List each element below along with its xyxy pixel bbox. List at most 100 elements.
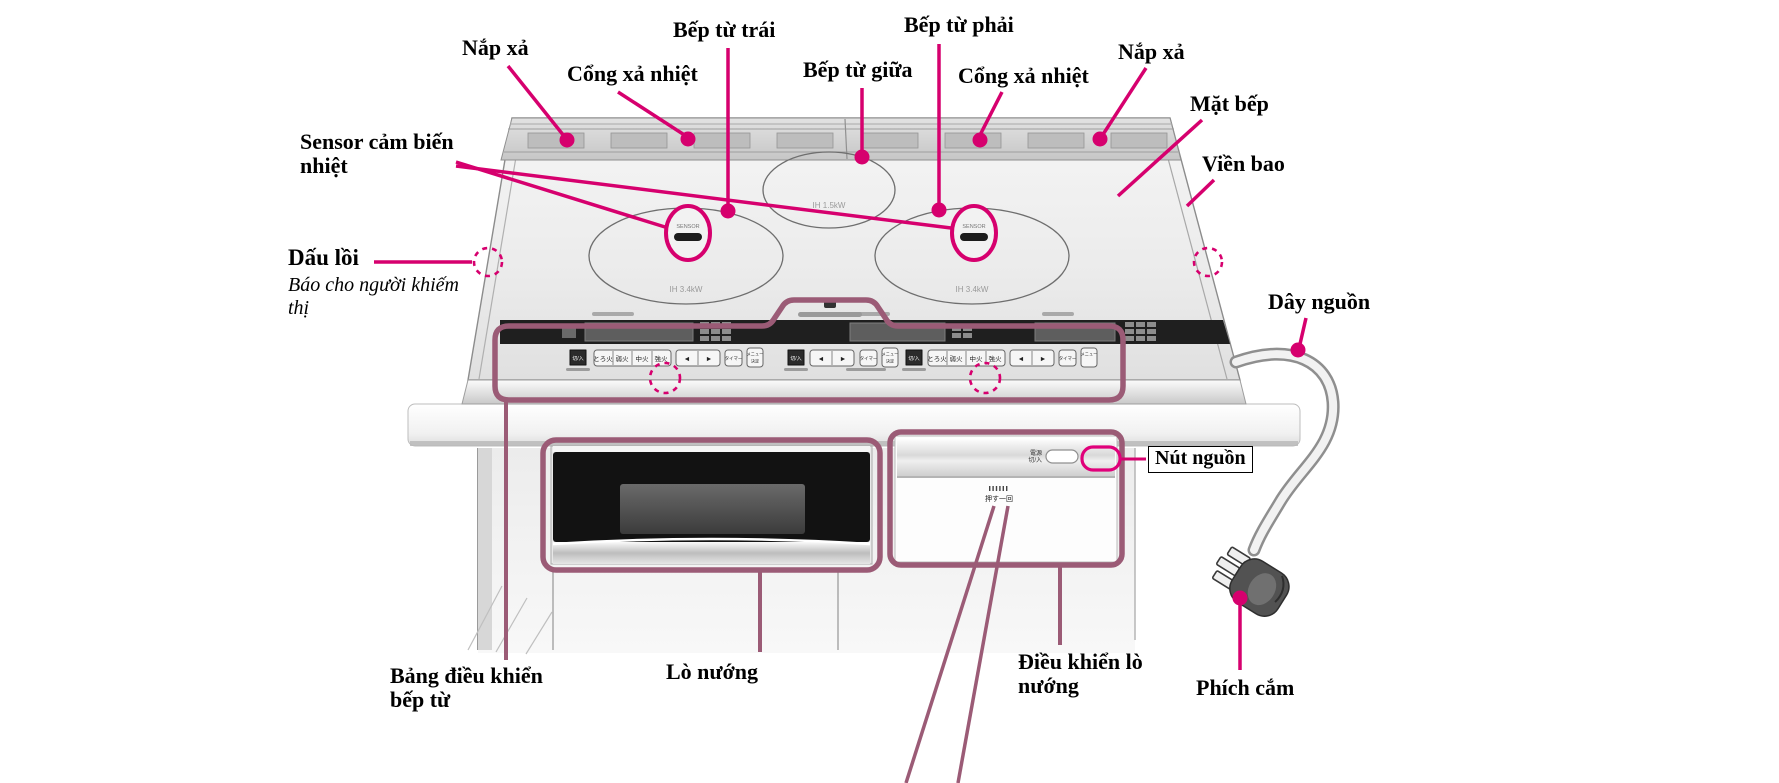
label-mat-bep: Mặt bếp — [1190, 91, 1269, 116]
label-bep-giua: Bếp từ giữa — [803, 57, 913, 82]
right-temp-sensor: SENSOR — [950, 204, 998, 262]
button-group-center: 切/入 ◄ ► タイマー メニュー 決定 — [787, 347, 899, 368]
prev-key: ◄ — [818, 356, 825, 363]
timer-key: タイマー — [860, 355, 878, 362]
oven-door-outline — [540, 437, 883, 573]
next-key: ► — [706, 356, 713, 363]
label-bang-line1: Bảng điều khiển — [390, 663, 543, 688]
panel-top-band — [897, 438, 1115, 476]
oven-control-panel: 電源 切/入 押す一回 — [894, 435, 1118, 563]
power-key-right: 切/入 — [908, 355, 919, 362]
push-once-mark: 押す一回 — [985, 486, 1013, 503]
dau-loi-mark-front-right — [968, 361, 1002, 395]
label-dau-loi-note: Báo cho người khiếm thị — [288, 274, 459, 320]
label-dieu-khien-lo: Điều khiển lò nướng — [1018, 650, 1143, 698]
leader-push-lines — [904, 505, 1010, 783]
menu-key-line1: メニュー — [747, 352, 764, 357]
label-cong-xa-right: Cổng xả nhiệt — [958, 63, 1089, 88]
power-key-left: 切/入 — [572, 355, 583, 362]
fire-key: 弱火 — [616, 355, 630, 363]
label-day-nguon: Dây nguồn — [1268, 289, 1371, 314]
dashed-marks — [472, 246, 1224, 395]
leader-nap-xa-left — [506, 64, 566, 138]
oven-power-label-line2: 切/入 — [1028, 457, 1042, 464]
leader-sensor-left — [455, 160, 666, 229]
leader-cong-xa-right — [977, 91, 1004, 138]
menu-key-line2: 決定 — [886, 358, 894, 365]
next-key: ► — [840, 356, 847, 363]
label-dau-loi-note-line2: thị — [288, 297, 310, 319]
fire-key: 中火 — [636, 354, 650, 363]
leader-mat-bep — [1116, 118, 1204, 198]
button-caption-specks — [566, 368, 926, 371]
hatch-lines — [467, 585, 553, 655]
left-bevel-line — [478, 120, 523, 380]
label-bep-trai: Bếp từ trái — [673, 17, 776, 42]
oven-panel-outline — [887, 429, 1125, 568]
fire-key: とろ火 — [927, 355, 947, 363]
timer-key: タイマー — [1059, 355, 1077, 362]
prev-key: ◄ — [1018, 356, 1025, 363]
next-key: ► — [1040, 356, 1047, 363]
label-bang-dieu-khien: Bảng điều khiển bếp từ — [390, 664, 543, 712]
label-nut-nguon: Nút nguồn — [1148, 446, 1253, 473]
leader-day-nguon — [1298, 317, 1308, 345]
right-burner-watt: IH 3.4kW — [956, 285, 989, 294]
fire-key: 強火 — [655, 355, 669, 363]
menu-key-line1: メニュー — [1081, 352, 1098, 357]
oven-handle — [553, 542, 870, 564]
label-nap-xa-left: Nắp xả — [462, 35, 529, 60]
power-key-center: 切/入 — [790, 355, 801, 362]
leader-cong-xa-left — [617, 90, 687, 138]
label-dieu-khien-line1: Điều khiển lò — [1018, 649, 1143, 674]
oven-door — [550, 445, 873, 565]
timer-key: タイマー — [725, 355, 743, 362]
push-once-text: 押す一回 — [985, 494, 1013, 503]
center-caption-speck — [798, 312, 862, 317]
leader-vien-bao — [1185, 178, 1216, 208]
pink-leader-lines — [374, 44, 1308, 670]
control-buttons: 切/入 とろ火 弱火 中火 強火 ◄ ► タイマー メニュー 決定 切/入 ◄ … — [566, 347, 1098, 371]
label-sensor-line2: nhiệt — [300, 152, 348, 178]
oven-power-label-line1: 電源 — [1030, 449, 1042, 457]
highlight-outlines — [492, 297, 1126, 573]
dau-loi-mark-front-left — [648, 361, 682, 395]
label-dieu-khien-line2: nướng — [1018, 672, 1079, 698]
label-phich-cam: Phích cắm — [1196, 675, 1295, 700]
label-sensor-line1: Sensor cảm biến — [300, 129, 454, 154]
right-sensor-text: SENSOR — [962, 224, 985, 230]
label-bep-phai: Bếp từ phải — [904, 12, 1014, 37]
fire-key: 中火 — [970, 354, 984, 363]
oven-power-button — [1045, 449, 1079, 464]
cooktop-panel-outline — [492, 297, 1126, 403]
center-burner-circle — [762, 151, 896, 229]
fire-key: とろ火 — [593, 355, 613, 363]
label-dau-loi: Dấu lồi — [288, 245, 359, 270]
label-dau-loi-note-line1: Báo cho người khiếm — [288, 274, 459, 296]
label-cong-xa-left: Cổng xả nhiệt — [567, 61, 698, 86]
vent-strip — [500, 117, 1182, 161]
label-sensor: Sensor cảm biến nhiệt — [300, 130, 454, 178]
center-burner-watt: IH 1.5kW — [813, 201, 846, 210]
label-vien-bao: Viền bao — [1202, 151, 1285, 176]
fire-key: 強火 — [989, 355, 1003, 363]
left-temp-sensor: SENSOR — [664, 204, 712, 262]
fire-key: 弱火 — [950, 355, 964, 363]
label-nap-xa-right: Nắp xả — [1118, 39, 1185, 64]
label-bang-line2: bếp từ — [390, 686, 451, 712]
prev-key: ◄ — [684, 356, 691, 363]
dau-loi-mark-left — [472, 246, 504, 278]
left-burner-watt: IH 3.4kW — [670, 285, 703, 294]
button-group-left: 切/入 とろ火 弱火 中火 強火 ◄ ► タイマー メニュー 決定 — [569, 347, 764, 368]
maroon-leaders — [504, 398, 1062, 783]
pink-dots — [559, 131, 1306, 606]
menu-key-line2: 決定 — [751, 358, 759, 365]
dau-loi-mark-right — [1192, 246, 1224, 278]
oven-window — [620, 484, 805, 534]
menu-key-line1: メニュー — [882, 352, 899, 357]
button-group-right: 切/入 とろ火 弱火 中火 強火 ◄ ► タイマー メニュー — [905, 347, 1098, 368]
left-sensor-text: SENSOR — [676, 224, 699, 230]
label-lo-nuong: Lò nướng — [666, 659, 759, 684]
